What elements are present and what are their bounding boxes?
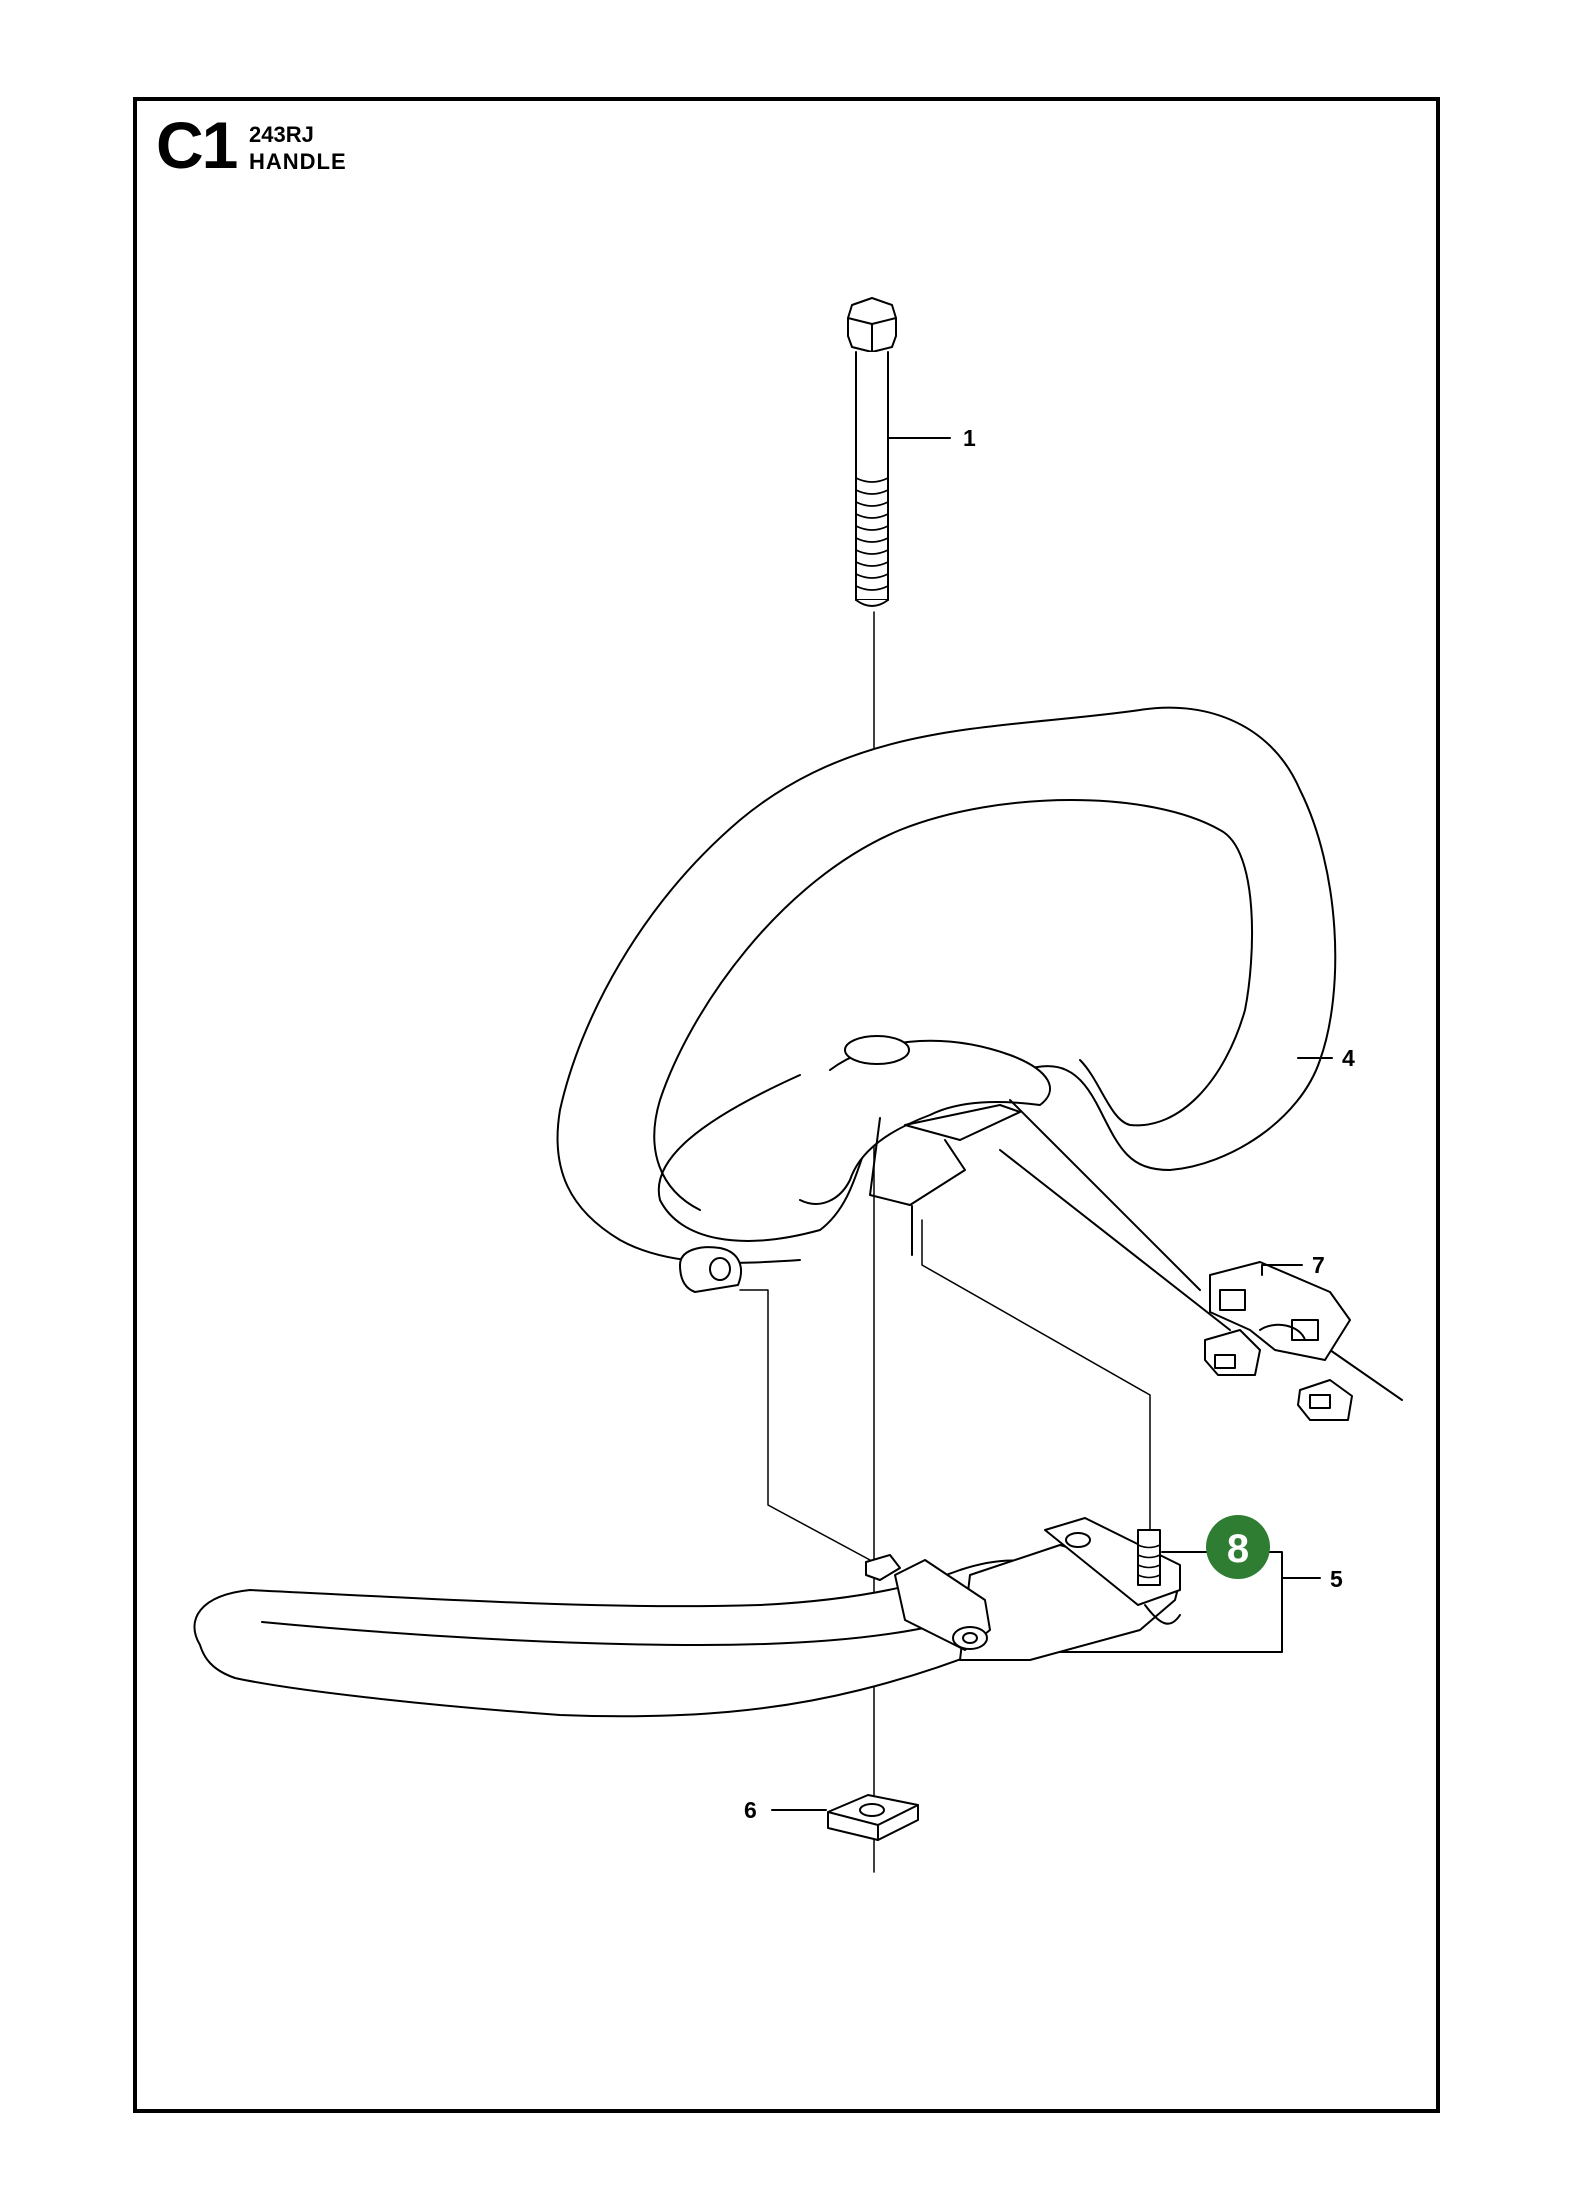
callout-4-label: 4 — [1342, 1045, 1355, 1071]
callout-5-label: 5 — [1330, 1566, 1343, 1592]
page-title: HANDLE — [249, 149, 347, 174]
callout-1-label: 1 — [963, 425, 976, 451]
callout-6-label: 6 — [744, 1797, 757, 1823]
part-6-square-nut — [827, 1794, 919, 1841]
page-frame — [133, 97, 1440, 2113]
callout-8-label: 8 — [1227, 1527, 1249, 1571]
part-1-bolt — [847, 297, 897, 607]
callout-6: 6 — [744, 1797, 827, 1823]
callout-8-badge[interactable]: 8 — [1206, 1515, 1270, 1579]
callout-7: 7 — [1261, 1252, 1325, 1278]
callout-7-label: 7 — [1312, 1252, 1325, 1278]
section-code: C1 — [156, 108, 238, 182]
callout-4: 4 — [1297, 1045, 1355, 1071]
part-5-bar-handle — [193, 1517, 1181, 1718]
part-7-clamp-clip — [999, 1099, 1403, 1421]
highlight-badge-circle — [1206, 1515, 1270, 1579]
part-4-loop-handle — [556, 706, 1337, 1293]
callout-1: 1 — [887, 425, 976, 451]
assembly-leader-lines — [739, 1219, 1151, 1561]
model-number: 243RJ — [249, 122, 314, 147]
